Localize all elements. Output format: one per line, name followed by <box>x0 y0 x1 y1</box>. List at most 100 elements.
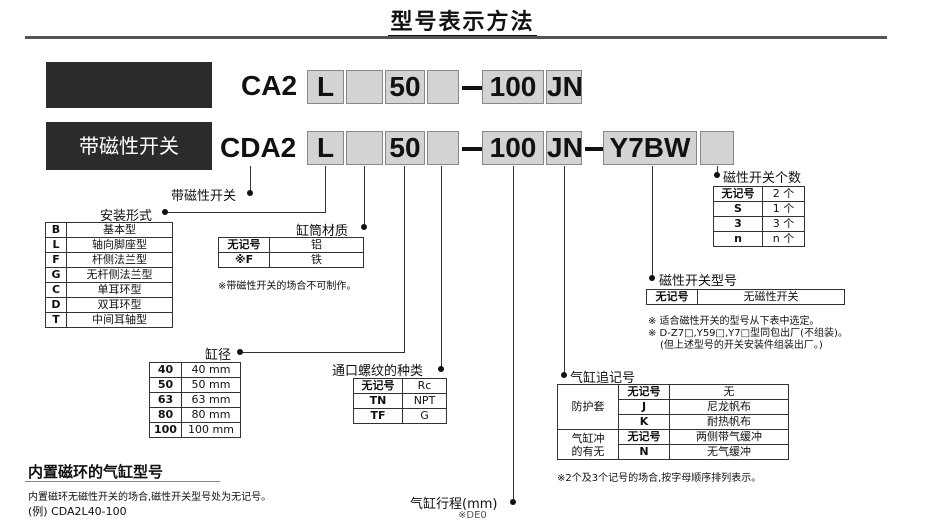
suffix-code: K <box>618 414 670 430</box>
suffix-note: ※2个及3个记号的场合,按字母顺序排列表示。 <box>557 473 762 484</box>
switch-type-code: 无记号 <box>646 289 698 305</box>
row2-bore-box: 50 <box>385 131 425 165</box>
tube-code: ※F <box>218 252 270 268</box>
suffix-desc: 耐热帆布 <box>669 414 789 430</box>
switch-type-table: 无记号无磁性开关 <box>646 289 845 305</box>
mount-desc: 杆侧法兰型 <box>66 252 173 268</box>
switch-note-2: ※ D-Z7□,Y59□,Y7□型同包出厂(不组装)。 <box>648 328 848 339</box>
port-code: TN <box>353 393 403 409</box>
count-desc: 1 个 <box>762 201 805 217</box>
row2-count-box <box>700 131 734 165</box>
switch-count-label: 磁性开关个数 <box>723 171 802 186</box>
bore-code: 100 <box>149 422 182 438</box>
bore-desc: 80 mm <box>180 407 242 423</box>
port-code: TF <box>353 408 403 424</box>
mount-desc: 基本型 <box>66 222 173 238</box>
port-desc: G <box>402 408 447 424</box>
suffix-group-boot: 防护套 <box>557 384 619 430</box>
suffix-code: J <box>618 399 670 415</box>
mount-desc: 中间耳轴型 <box>66 312 173 328</box>
connector-suffix <box>564 166 565 376</box>
cushion-line-1: 气缸冲 <box>571 431 605 445</box>
tube-code: 无记号 <box>218 237 270 253</box>
connector-mounting <box>325 166 326 212</box>
title-divider <box>25 36 887 39</box>
row1-prefix: CA2 <box>241 70 298 101</box>
row2-blank-box <box>346 131 383 165</box>
row2-switch-box: Y7BW <box>603 131 697 165</box>
row1-blank-box <box>346 70 383 104</box>
mount-desc: 轴向脚座型 <box>66 237 173 253</box>
bore-code: 50 <box>149 377 182 393</box>
switch-note-1: ※ 适合磁性开关的型号从下表中选定。 <box>648 316 820 327</box>
port-desc: Rc <box>402 378 447 394</box>
connector-with-switch <box>250 166 251 193</box>
internal-magnet-underline <box>25 481 220 482</box>
row1-suffix-box: JN <box>546 70 583 104</box>
dot-stroke <box>510 499 516 505</box>
suffix-label: 气缸追记号 <box>570 371 636 386</box>
count-code: S <box>713 201 763 217</box>
connector-bore-h <box>240 352 405 353</box>
mount-code: G <box>45 267 67 283</box>
port-code: 无记号 <box>353 378 403 394</box>
mount-code: T <box>45 312 67 328</box>
table-row: 气缸冲的有无无记号两侧带气缓冲 <box>557 429 789 460</box>
suffix-desc: 无 <box>669 384 789 400</box>
suffix-desc: 尼龙帆布 <box>669 399 789 415</box>
row2-black-label: 带磁性开关 <box>46 122 212 170</box>
port-desc: NPT <box>402 393 447 409</box>
dot-bore <box>237 349 243 355</box>
mount-desc: 无杆侧法兰型 <box>66 267 173 283</box>
mount-code: B <box>45 222 67 238</box>
bore-desc: 50 mm <box>180 377 242 393</box>
suffix-code: 无记号 <box>618 384 670 400</box>
page-title: 型号表示方法 <box>388 10 537 37</box>
cushion-line-2: 的有无 <box>571 444 605 458</box>
count-desc: n 个 <box>762 231 805 247</box>
bore-code: 63 <box>149 392 182 408</box>
row2-suffix-box: JN <box>546 131 583 165</box>
count-code: 无记号 <box>713 186 763 202</box>
row1-bore-box: 50 <box>385 70 425 104</box>
mount-code: D <box>45 297 67 313</box>
stroke-label: 气缸行程(mm) <box>410 497 498 512</box>
table-row: 无记号无磁性开关 <box>646 289 845 305</box>
mount-code: C <box>45 282 67 298</box>
bore-desc: 63 mm <box>180 392 242 408</box>
tube-desc: 铝 <box>269 237 364 253</box>
bore-desc: 100 mm <box>180 422 242 438</box>
row1-black-label <box>46 62 212 108</box>
dot-with-switch <box>247 190 253 196</box>
connector-tube <box>364 166 365 226</box>
table-row: 防护套无记号无 <box>557 384 789 430</box>
suffix-desc: 两侧带气缓冲 <box>669 429 789 445</box>
suffix-group-cushion: 气缸冲的有无 <box>557 429 619 460</box>
row2-label-text: 带磁性开关 <box>79 134 179 158</box>
connector-switch-type <box>652 166 653 278</box>
dot-switch-type <box>649 275 655 281</box>
dot-suffix <box>561 372 567 378</box>
row2-stroke-box: 100 <box>482 131 544 165</box>
